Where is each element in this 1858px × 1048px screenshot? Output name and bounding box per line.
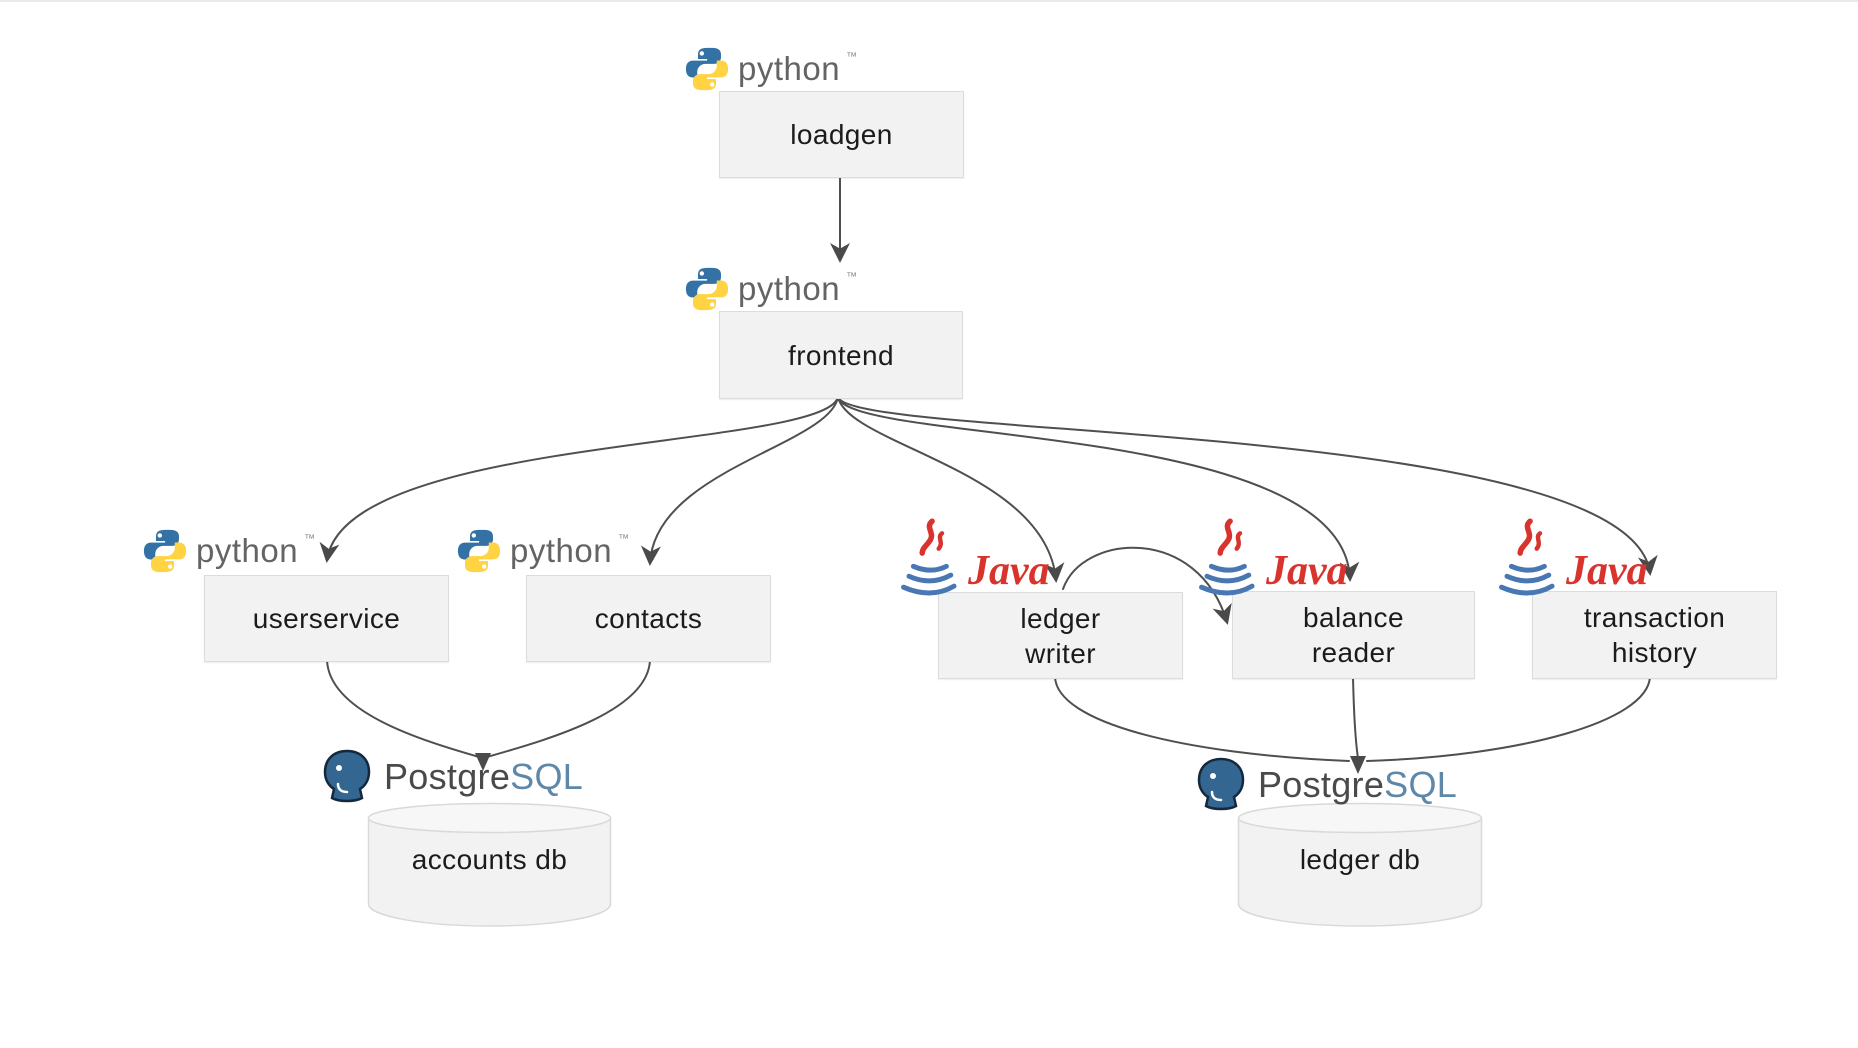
edge-transaction-history-ledger-db bbox=[1366, 676, 1651, 762]
python-wordmark: python bbox=[510, 532, 613, 569]
node-ledger-writer-label-line1: ledger bbox=[1020, 602, 1101, 634]
node-transaction-history-label-line2: history bbox=[1611, 637, 1698, 668]
db-accounts-label: accounts db bbox=[411, 844, 568, 875]
node-frontend-label: frontend bbox=[788, 339, 894, 371]
arrowhead-ledger-db bbox=[1350, 756, 1366, 774]
node-loadgen: loadgen bbox=[719, 91, 964, 178]
cylinder-shape bbox=[367, 802, 612, 927]
edge-userservice-accounts-db bbox=[326, 659, 480, 758]
postgresql-wordmark-sql: SQL bbox=[1384, 764, 1458, 805]
postgresql-logo-accounts: PostgreSQL bbox=[318, 748, 583, 806]
python-trademark: ™ bbox=[846, 271, 858, 283]
python-icon bbox=[457, 529, 501, 573]
postgresql-wordmark: PostgreSQL bbox=[384, 756, 583, 798]
postgresql-elephant-icon bbox=[1197, 757, 1245, 811]
python-trademark: ™ bbox=[618, 533, 630, 545]
python-logo-loadgen: python ™ bbox=[684, 46, 859, 92]
page-top-divider bbox=[0, 0, 1858, 2]
db-ledger: ledger db bbox=[1237, 802, 1483, 930]
java-wordmark: Java bbox=[1566, 548, 1648, 594]
postgresql-elephant-icon bbox=[323, 749, 371, 803]
python-wordmark: python bbox=[738, 50, 841, 87]
edge-frontend-transaction-history bbox=[837, 396, 1658, 576]
postgresql-wordmark-sql: SQL bbox=[510, 756, 584, 797]
postgresql-wordmark-postgre: Postgre bbox=[384, 756, 511, 797]
node-contacts: contacts bbox=[526, 575, 771, 662]
edge-ledger-writer-ledger-db bbox=[1054, 676, 1350, 762]
postgresql-wordmark-postgre: Postgre bbox=[1258, 764, 1385, 805]
postgresql-wordmark: PostgreSQL bbox=[1258, 764, 1457, 806]
node-transaction-history-label-line1: transaction bbox=[1583, 602, 1726, 633]
postgresql-logo-ledger: PostgreSQL bbox=[1192, 756, 1457, 814]
node-frontend: frontend bbox=[719, 311, 963, 399]
java-icon bbox=[901, 518, 957, 596]
node-ledger-writer-label-line2: writer bbox=[1025, 637, 1096, 669]
node-balance-reader-label-line2: reader bbox=[1311, 637, 1396, 668]
python-logo-frontend: python ™ bbox=[684, 266, 859, 312]
python-wordmark: python bbox=[196, 532, 299, 569]
python-icon bbox=[685, 267, 729, 311]
edge-frontend-ledger-writer bbox=[837, 396, 1065, 583]
arrowhead-accounts-db bbox=[475, 753, 491, 771]
edge-contacts-accounts-db bbox=[486, 659, 651, 758]
node-balance-reader: balance reader bbox=[1232, 591, 1475, 679]
java-wordmark: Java bbox=[1266, 548, 1348, 594]
java-icon bbox=[1499, 518, 1555, 596]
cylinder-shape bbox=[1237, 802, 1483, 927]
java-logo-balance-reader: Java bbox=[1196, 514, 1348, 612]
node-transaction-history: transaction history bbox=[1532, 591, 1777, 679]
python-icon bbox=[143, 529, 187, 573]
edge-frontend-contacts bbox=[640, 396, 839, 566]
python-trademark: ™ bbox=[846, 51, 858, 63]
node-userservice-label: userservice bbox=[252, 603, 401, 634]
edge-balance-reader-ledger-db bbox=[1352, 676, 1359, 759]
edge-frontend-balance-reader bbox=[837, 396, 1360, 582]
java-icon bbox=[1199, 518, 1255, 596]
python-icon bbox=[685, 47, 729, 91]
node-contacts-label: contacts bbox=[594, 603, 703, 634]
python-wordmark: python bbox=[738, 270, 841, 307]
node-userservice: userservice bbox=[204, 575, 449, 662]
python-logo-contacts: python ™ bbox=[456, 528, 631, 574]
node-balance-reader-label-line1: balance bbox=[1303, 602, 1404, 633]
java-logo-ledger-writer: Java bbox=[898, 514, 1050, 612]
java-logo-transaction-history: Java bbox=[1496, 514, 1648, 612]
db-ledger-label: ledger db bbox=[1299, 844, 1421, 875]
db-accounts: accounts db bbox=[367, 802, 612, 930]
edge-frontend-userservice bbox=[319, 396, 839, 563]
python-logo-userservice: python ™ bbox=[142, 528, 317, 574]
node-ledger-writer: ledger writer bbox=[938, 592, 1183, 679]
java-wordmark: Java bbox=[968, 548, 1050, 594]
node-loadgen-label: loadgen bbox=[790, 119, 893, 150]
python-trademark: ™ bbox=[304, 533, 316, 545]
